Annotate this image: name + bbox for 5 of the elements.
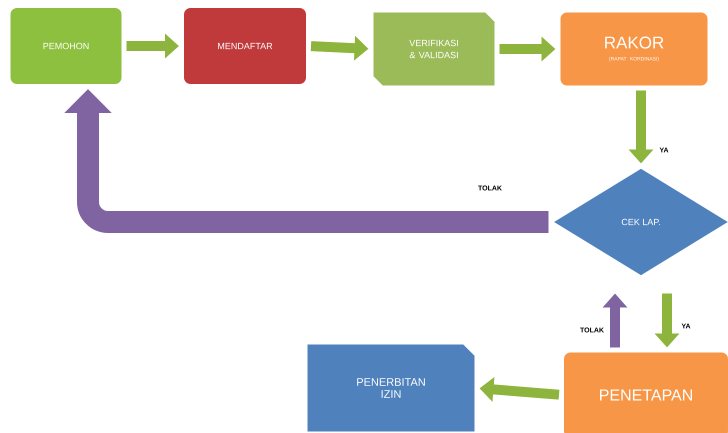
process-box: VERIFIKASI & VALIDASI xyxy=(372,12,496,86)
process-box: MENDAFTAR xyxy=(183,7,307,85)
process-box: PEMOHON xyxy=(10,7,122,85)
process-box: PENETAPAN xyxy=(563,352,728,433)
process-box: PENERBITAN IZIN xyxy=(306,344,476,432)
